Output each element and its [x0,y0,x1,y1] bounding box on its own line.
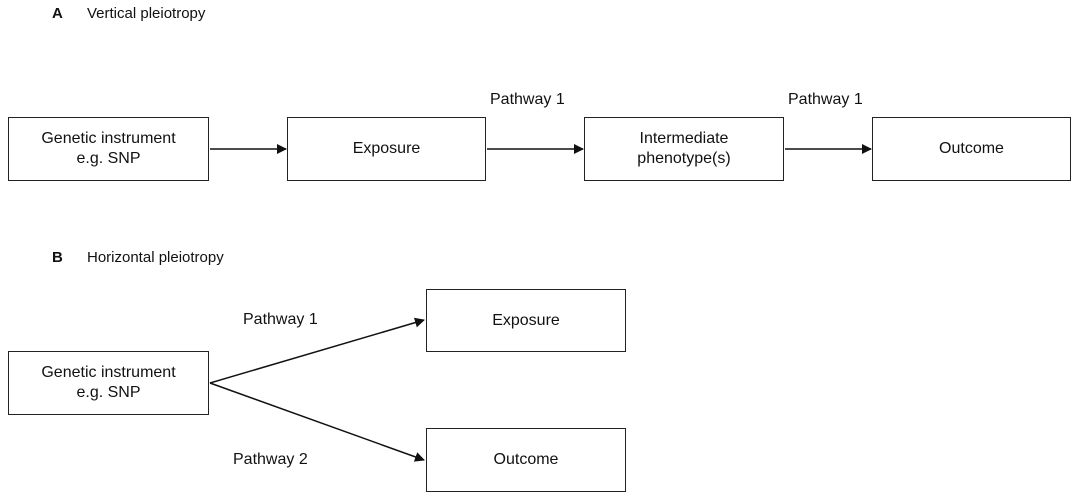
panel-a-intermediate-phenotype-node: Intermediate phenotype(s) [584,117,784,181]
panel-a-exposure-node: Exposure [287,117,486,181]
panel-b-arrow-instrument-to-outcome [209,382,425,462]
panel-b-pathway-1-label: Pathway 1 [243,311,318,328]
panel-b-pathway-2-label: Pathway 2 [233,451,308,468]
panel-a-letter: A [52,5,63,22]
panel-b-title: Horizontal pleiotropy [87,249,224,266]
panel-b-arrow-instrument-to-exposure [209,317,425,384]
panel-a-title: Vertical pleiotropy [87,5,206,22]
panel-b-outcome-node: Outcome [426,428,626,492]
panel-b-genetic-instrument-node: Genetic instrument e.g. SNP [8,351,209,415]
panel-a-pathway-label-exposure-intermediate: Pathway 1 [490,91,565,108]
panel-a-genetic-instrument-node: Genetic instrument e.g. SNP [8,117,209,181]
panel-b-exposure-node: Exposure [426,289,626,352]
panel-a-outcome-node: Outcome [872,117,1071,181]
panel-b-letter: B [52,249,63,266]
panel-a-pathway-label-intermediate-outcome: Pathway 1 [788,91,863,108]
